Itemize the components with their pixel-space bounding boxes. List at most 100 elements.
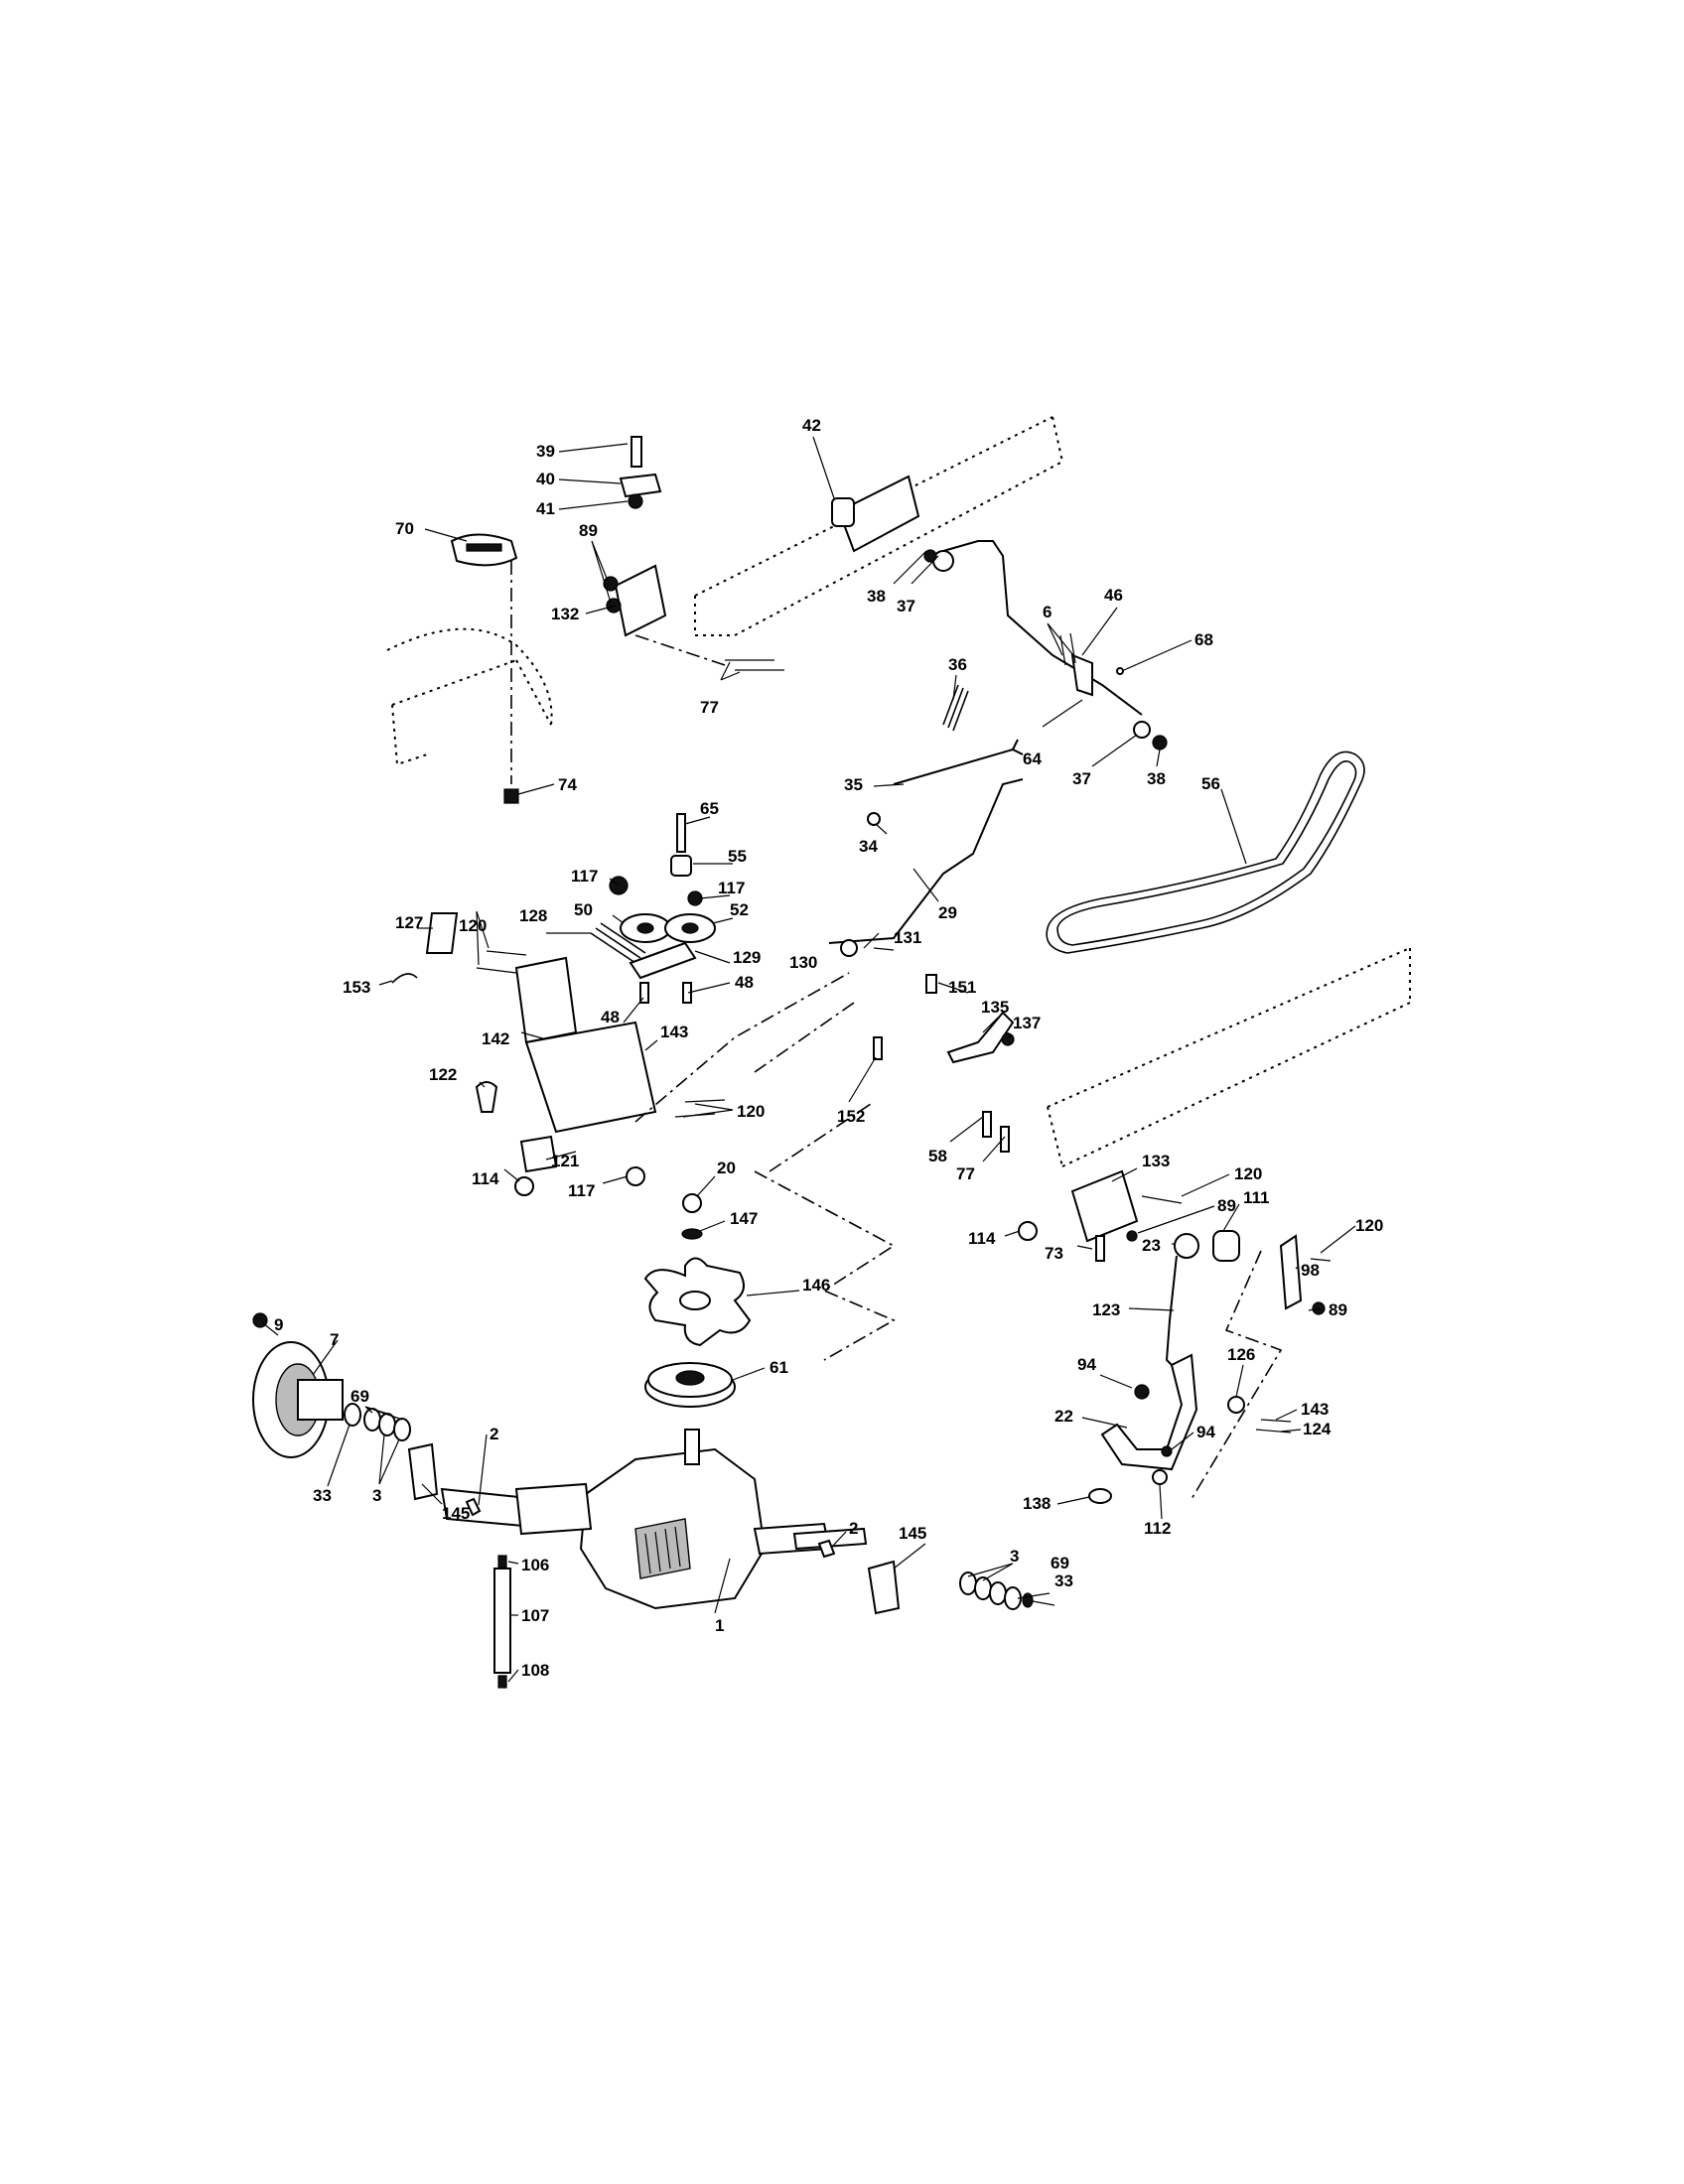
label-138: 138 <box>1023 1494 1051 1513</box>
bolt-77b <box>1000 1126 1010 1153</box>
bracket-127 <box>425 912 459 954</box>
label-131: 131 <box>894 928 921 947</box>
bolt-151 <box>925 974 937 994</box>
label-3: 3 <box>1010 1547 1019 1566</box>
label-70: 70 <box>395 519 414 538</box>
rod-107 <box>493 1555 511 1689</box>
label-3: 3 <box>372 1486 381 1505</box>
label-112: 112 <box>1144 1519 1171 1538</box>
label-120: 120 <box>737 1102 765 1121</box>
hub-7 <box>252 1341 344 1458</box>
label-48: 48 <box>735 973 754 992</box>
washers-69-3-right <box>959 1571 1034 1610</box>
label-129: 129 <box>733 948 761 967</box>
nut-137 <box>1001 1032 1015 1046</box>
pin-153 <box>391 973 418 984</box>
label-145: 145 <box>899 1524 926 1543</box>
bolts-120a <box>476 950 527 974</box>
label-37: 37 <box>897 597 915 615</box>
nut-117c <box>626 1166 645 1186</box>
label-46: 46 <box>1104 586 1123 605</box>
washer-37b <box>1133 721 1151 739</box>
label-34: 34 <box>859 837 878 856</box>
label-117: 117 <box>568 1181 595 1200</box>
label-126: 126 <box>1227 1345 1255 1364</box>
rod-29 <box>828 778 1024 944</box>
label-147: 147 <box>730 1209 758 1228</box>
label-6: 6 <box>1043 603 1052 621</box>
label-2: 2 <box>490 1425 498 1443</box>
rear-fender <box>386 627 553 766</box>
label-114: 114 <box>968 1229 996 1248</box>
nut-94a <box>1134 1384 1150 1400</box>
arm-129 <box>629 941 697 980</box>
nut-20 <box>682 1193 702 1213</box>
bracket-143 <box>524 1021 657 1134</box>
label-121: 121 <box>551 1152 579 1170</box>
label-151: 151 <box>948 978 976 997</box>
label-74: 74 <box>558 775 577 794</box>
label-117: 117 <box>571 867 598 886</box>
bolt-122 <box>475 1081 498 1113</box>
bolts-77 <box>634 634 784 671</box>
label-120: 120 <box>1355 1216 1383 1235</box>
key-2b <box>817 1539 836 1559</box>
label-48: 48 <box>601 1008 620 1026</box>
label-1: 1 <box>715 1616 724 1635</box>
label-61: 61 <box>770 1358 788 1377</box>
label-37: 37 <box>1072 769 1091 788</box>
label-94: 94 <box>1196 1423 1215 1441</box>
label-153: 153 <box>343 978 370 997</box>
assembly-lines-center <box>634 972 896 1361</box>
label-29: 29 <box>938 903 957 922</box>
label-65: 65 <box>700 799 719 818</box>
label-89: 89 <box>1217 1196 1236 1215</box>
bushing-42 <box>831 497 855 527</box>
label-94: 94 <box>1077 1355 1096 1374</box>
label-69: 69 <box>351 1387 369 1406</box>
pulley-52 <box>664 913 716 943</box>
label-23: 23 <box>1142 1236 1161 1255</box>
plate-142 <box>514 956 578 1044</box>
bolt-120c <box>1141 1195 1183 1204</box>
label-135: 135 <box>981 998 1009 1017</box>
label-39: 39 <box>536 442 555 461</box>
label-73: 73 <box>1045 1244 1063 1263</box>
label-130: 130 <box>789 953 817 972</box>
label-40: 40 <box>536 470 555 488</box>
belt-56 <box>1046 751 1365 954</box>
label-98: 98 <box>1301 1261 1320 1280</box>
label-64: 64 <box>1023 750 1042 768</box>
nut-114b <box>1018 1221 1038 1241</box>
bracket-121 <box>519 1135 558 1173</box>
upper-frame-rail <box>694 416 1063 636</box>
label-124: 124 <box>1303 1420 1332 1438</box>
label-132: 132 <box>551 605 579 623</box>
label-152: 152 <box>837 1107 865 1126</box>
spring-36 <box>942 684 969 732</box>
label-120: 120 <box>1234 1164 1262 1183</box>
bracket-145b <box>867 1560 901 1615</box>
label-145: 145 <box>442 1504 470 1523</box>
pin-68 <box>1116 667 1124 675</box>
label-2: 2 <box>849 1519 858 1538</box>
nut-94b <box>1161 1445 1173 1457</box>
label-35: 35 <box>844 775 863 794</box>
label-41: 41 <box>536 499 555 518</box>
pin-131 <box>863 932 880 949</box>
washer-138 <box>1088 1488 1112 1504</box>
label-106: 106 <box>521 1556 549 1574</box>
knob-23 <box>1174 1233 1199 1259</box>
label-9: 9 <box>274 1315 283 1334</box>
bolt-58 <box>982 1111 992 1138</box>
pulley-61 <box>644 1362 736 1408</box>
label-52: 52 <box>730 900 749 919</box>
label-120: 120 <box>459 916 487 935</box>
label-114: 114 <box>472 1169 499 1188</box>
seat-latch-70 <box>450 533 518 567</box>
clip-40 <box>619 473 662 498</box>
fan-146 <box>643 1257 752 1347</box>
label-108: 108 <box>521 1661 549 1680</box>
nut-117b <box>687 890 703 906</box>
